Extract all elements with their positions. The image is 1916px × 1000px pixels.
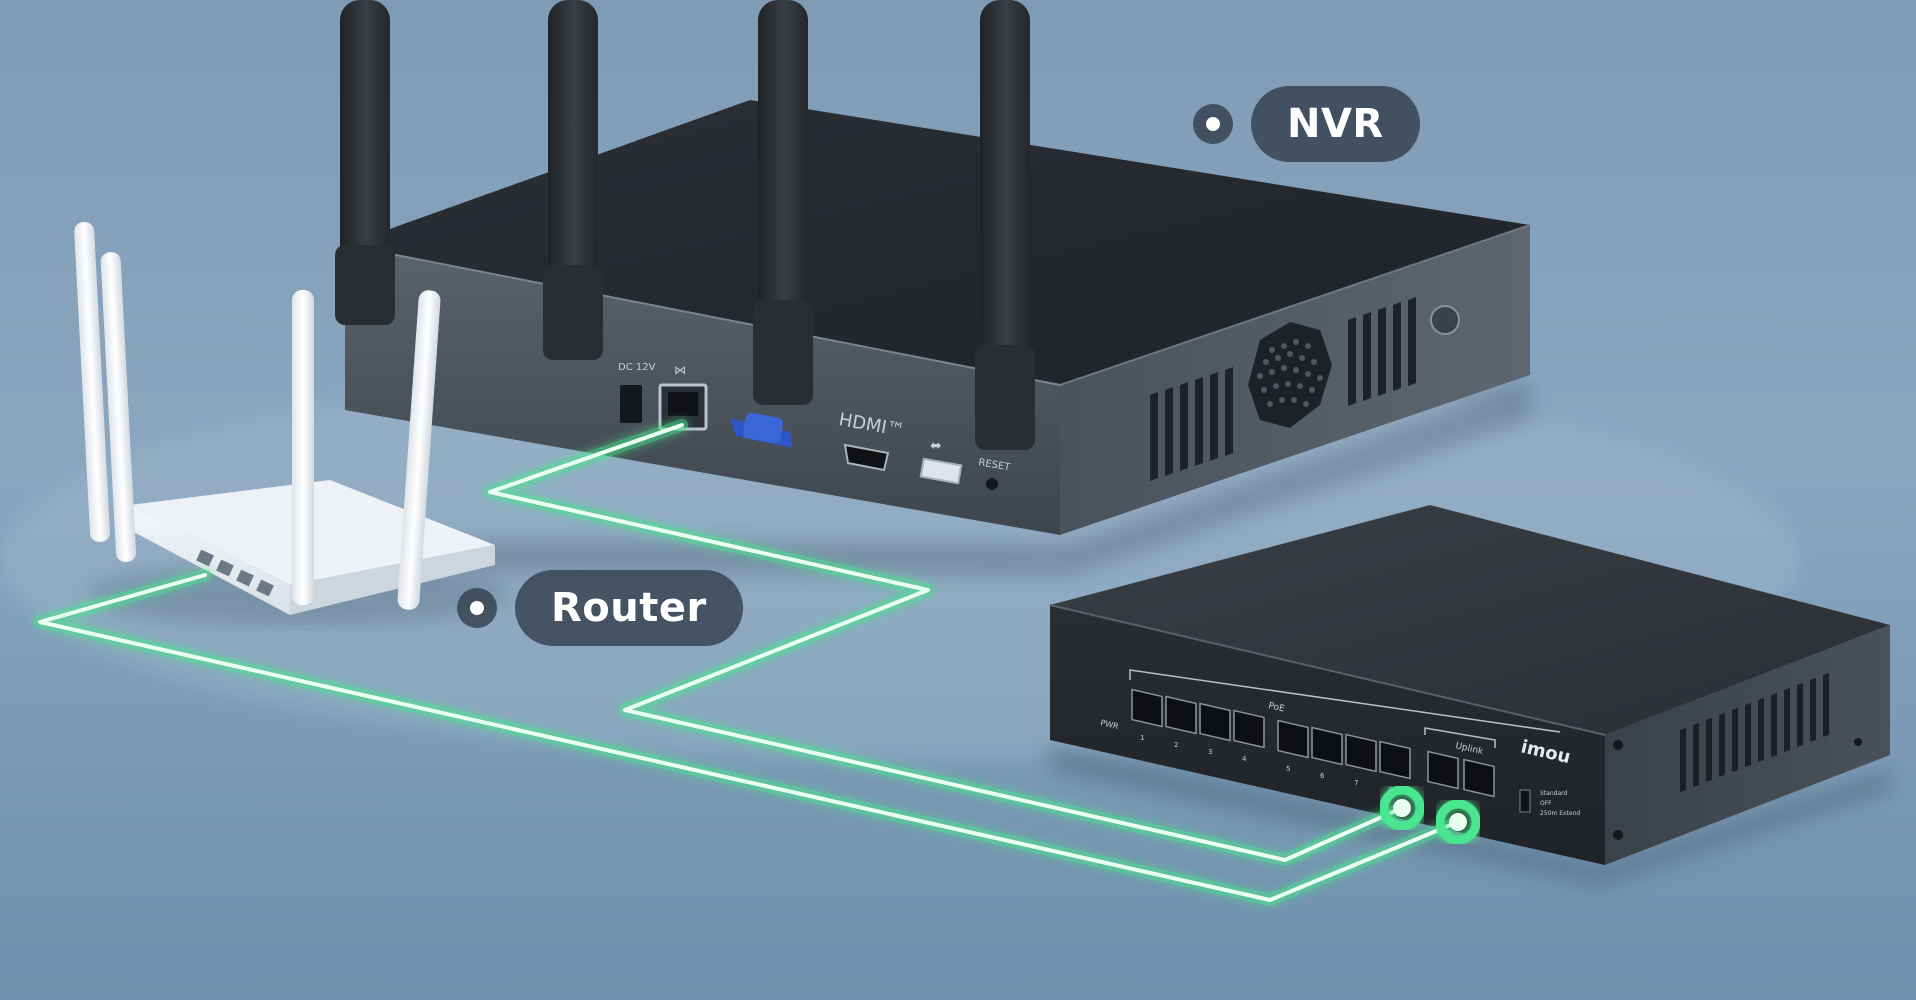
- svg-text:5: 5: [1286, 765, 1290, 773]
- nvr-reset-hole: [986, 478, 998, 490]
- cable-nvr-to-switch: [484, 419, 1408, 866]
- switch-poe-label: PoE: [1267, 701, 1285, 714]
- router-lan-ports: [196, 549, 274, 597]
- router-callout-dot: [457, 588, 497, 628]
- poe-switch-device: PoE Uplink imou PWR 1 2 3 4 5 6 7 8: [1049, 505, 1890, 885]
- router-callout: Router: [457, 570, 743, 646]
- nvr-usb-label: ⬌: [930, 438, 942, 454]
- nvr-ethernet-label: ⋈: [674, 363, 686, 377]
- switch-shadow: [1050, 745, 1890, 885]
- switch-pwr-label: PWR: [1100, 718, 1120, 731]
- switch-connected-port-markers: [1379, 785, 1481, 845]
- switch-poe-bracket: [1129, 669, 1561, 733]
- nvr-usb-port: [919, 457, 963, 485]
- router-antennas: [74, 222, 441, 610]
- nvr-side-vents-left: [1150, 367, 1233, 481]
- nvr-dc-label: DC 12V: [618, 362, 656, 373]
- svg-text:4: 4: [1242, 755, 1247, 763]
- switch-top-edge: [1049, 604, 1606, 736]
- switch-uplink-port-2: [1463, 758, 1495, 798]
- router-antenna-3: [292, 290, 314, 605]
- switch-uplink-bracket: [1424, 727, 1496, 748]
- svg-text:3: 3: [1208, 748, 1212, 756]
- switch-port-5: [1277, 719, 1309, 759]
- svg-text:250m Extend: 250m Extend: [1540, 810, 1580, 817]
- switch-port-3: [1199, 702, 1231, 742]
- nvr-side-edge: [1059, 224, 1531, 386]
- switch-ports: [1131, 688, 1495, 798]
- nvr-top-edge: [344, 244, 1061, 386]
- nvr-antenna-4: [980, 0, 1030, 450]
- router-antenna-4: [397, 290, 441, 610]
- router-antenna-1: [74, 222, 111, 542]
- nvr-callout-dot: [1193, 104, 1233, 144]
- router-side-panel: [290, 545, 495, 615]
- svg-text:Standard: Standard: [1540, 790, 1567, 797]
- svg-text:6: 6: [1320, 772, 1325, 780]
- switch-port-4: [1233, 709, 1265, 749]
- nvr-hdmi-port: [843, 443, 890, 472]
- network-cables: [34, 419, 1481, 906]
- switch-mode-toggle: [1519, 789, 1531, 813]
- router-antenna-2: [100, 252, 137, 562]
- cable-router-to-switch: [34, 569, 1464, 906]
- nvr-dc-port: [620, 385, 642, 423]
- nvr-side-vents-right: [1348, 297, 1416, 406]
- router-label: Router: [515, 570, 743, 646]
- switch-screw-2: [1613, 830, 1623, 840]
- nvr-label: NVR: [1251, 86, 1420, 162]
- nvr-callout: NVR: [1193, 86, 1420, 162]
- switch-port-8: [1379, 740, 1411, 780]
- switch-screw-3: [1854, 738, 1862, 746]
- port-marker-router-link: [1435, 799, 1481, 845]
- switch-mode-options: Standard OFF 250m Extend: [1540, 790, 1580, 817]
- switch-side-vents: [1680, 673, 1829, 792]
- router-device: [74, 222, 510, 625]
- nvr-fan-grille: [1248, 322, 1332, 428]
- switch-port-7: [1345, 733, 1377, 773]
- svg-text:OFF: OFF: [1540, 800, 1552, 807]
- nvr-top-surface: [345, 100, 1530, 385]
- svg-text:7: 7: [1354, 779, 1358, 787]
- svg-text:1: 1: [1140, 734, 1144, 742]
- nvr-power-button: [1430, 305, 1460, 335]
- nvr-vga-port: [730, 412, 792, 448]
- svg-text:2: 2: [1174, 741, 1178, 749]
- port-marker-nvr-link: [1379, 785, 1425, 831]
- switch-uplink-port-1: [1427, 750, 1459, 790]
- switch-port-6: [1311, 726, 1343, 766]
- nvr-antennas: [335, 0, 1035, 450]
- nvr-antenna-1: [340, 0, 390, 325]
- switch-screw-1: [1613, 740, 1623, 750]
- switch-port-2: [1165, 695, 1197, 735]
- switch-port-1: [1131, 688, 1163, 728]
- switch-top-surface: [1050, 505, 1890, 735]
